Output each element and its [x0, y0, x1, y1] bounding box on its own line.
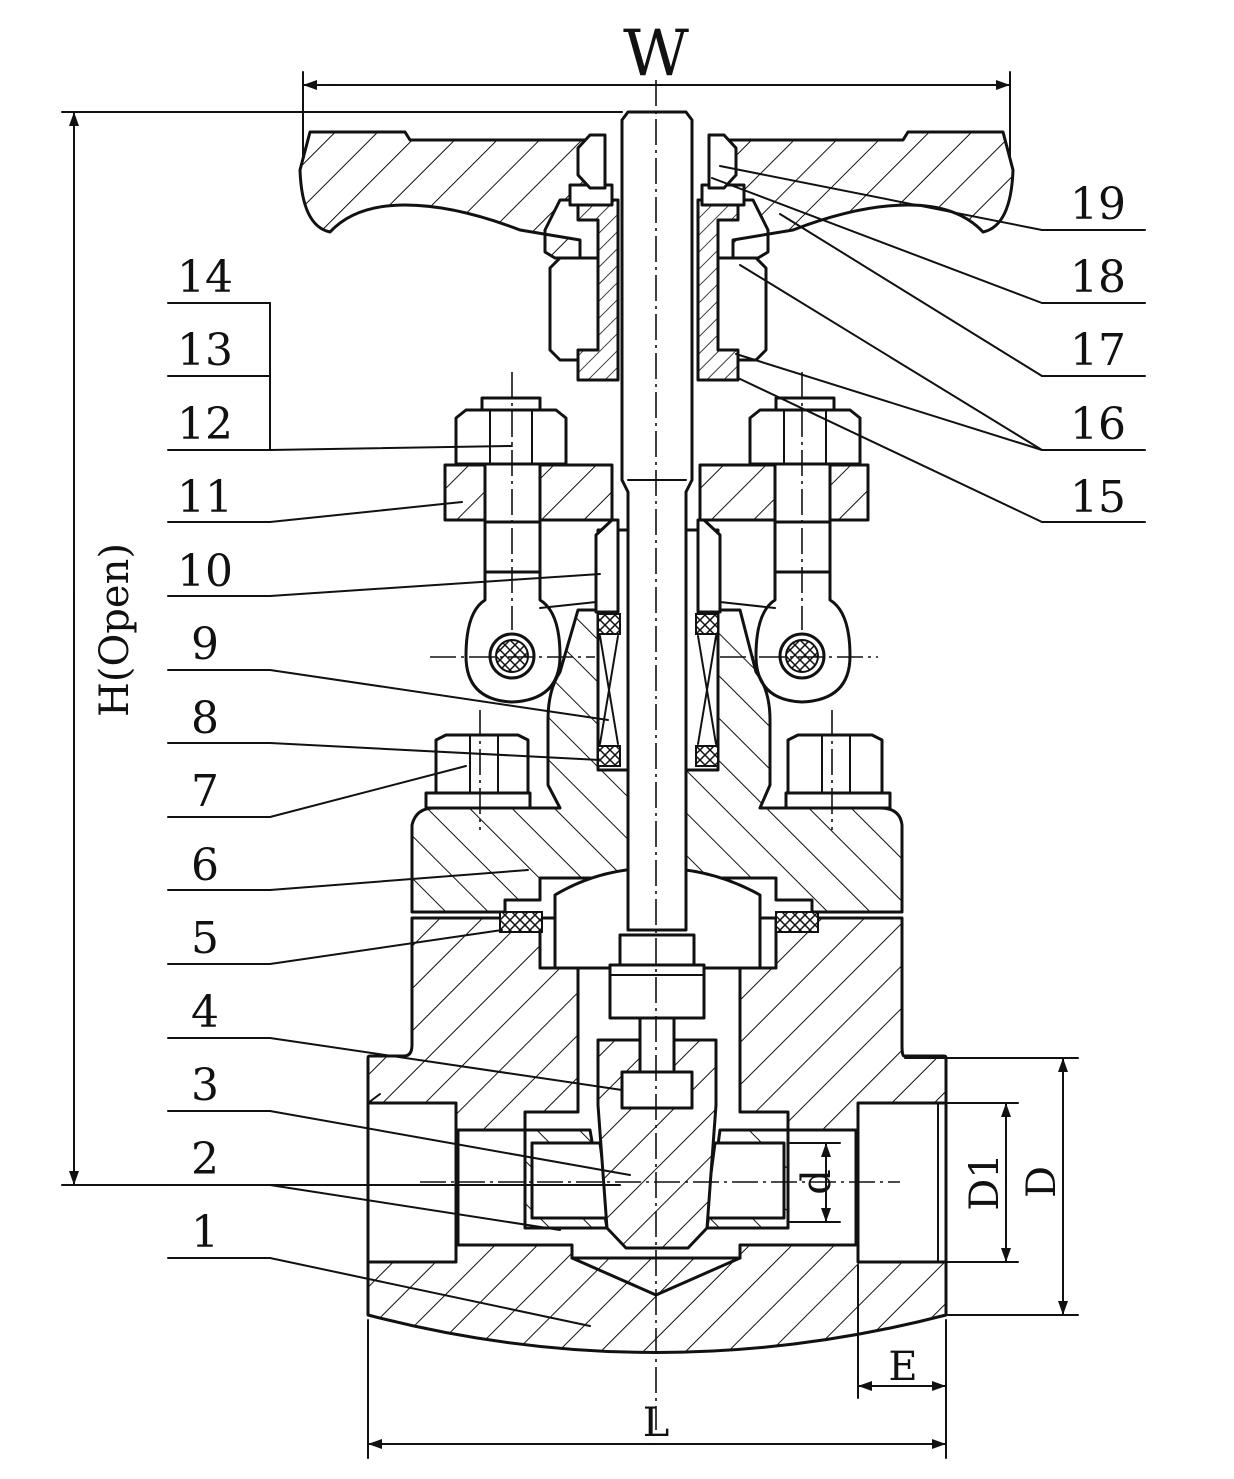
right-callout-lines [711, 165, 1146, 523]
packing [597, 613, 719, 767]
callout-10: 10 [177, 546, 233, 597]
callout-8: 8 [191, 693, 219, 744]
left-callout-lines [167, 302, 631, 1327]
dim-w-label: W [623, 17, 689, 91]
callout-13: 13 [177, 325, 233, 376]
callout-17: 17 [1070, 325, 1126, 376]
left-callout-numbers: 14 13 12 11 10 9 8 7 6 5 4 3 2 1 [177, 252, 233, 1258]
dimension-lines [61, 71, 1079, 1459]
callout-1: 1 [191, 1207, 219, 1258]
wedge [596, 1038, 718, 1250]
gasket [499, 911, 819, 933]
callout-12: 12 [177, 399, 233, 450]
eye-bolts [464, 518, 852, 704]
callout-14: 14 [177, 252, 233, 303]
callout-6: 6 [191, 840, 219, 891]
dim-l-label: L [643, 1400, 670, 1446]
stem [608, 110, 706, 1074]
gland [594, 518, 722, 614]
bonnet-bolts [424, 733, 892, 810]
callout-18: 18 [1070, 252, 1126, 303]
callout-15: 15 [1070, 472, 1126, 523]
callout-19: 19 [1070, 179, 1126, 230]
dim-e-label: E [888, 1344, 917, 1390]
right-callout-numbers: 19 18 17 16 15 [1070, 179, 1126, 523]
callout-3: 3 [191, 1060, 219, 1111]
dim-d1-label: D1 [962, 1153, 1008, 1211]
centerlines [420, 80, 900, 1430]
dim-d-label: D [1019, 1166, 1065, 1198]
callout-9: 9 [191, 619, 219, 670]
callout-7: 7 [191, 766, 219, 817]
dim-bore-label: d [794, 1169, 840, 1195]
callout-2: 2 [191, 1134, 219, 1185]
callout-16: 16 [1070, 399, 1126, 450]
callout-11: 11 [177, 472, 233, 523]
callout-4: 4 [191, 987, 219, 1038]
seat-rings [523, 1128, 790, 1230]
dim-h-label: H(Open) [92, 543, 138, 717]
callout-5: 5 [191, 913, 219, 964]
